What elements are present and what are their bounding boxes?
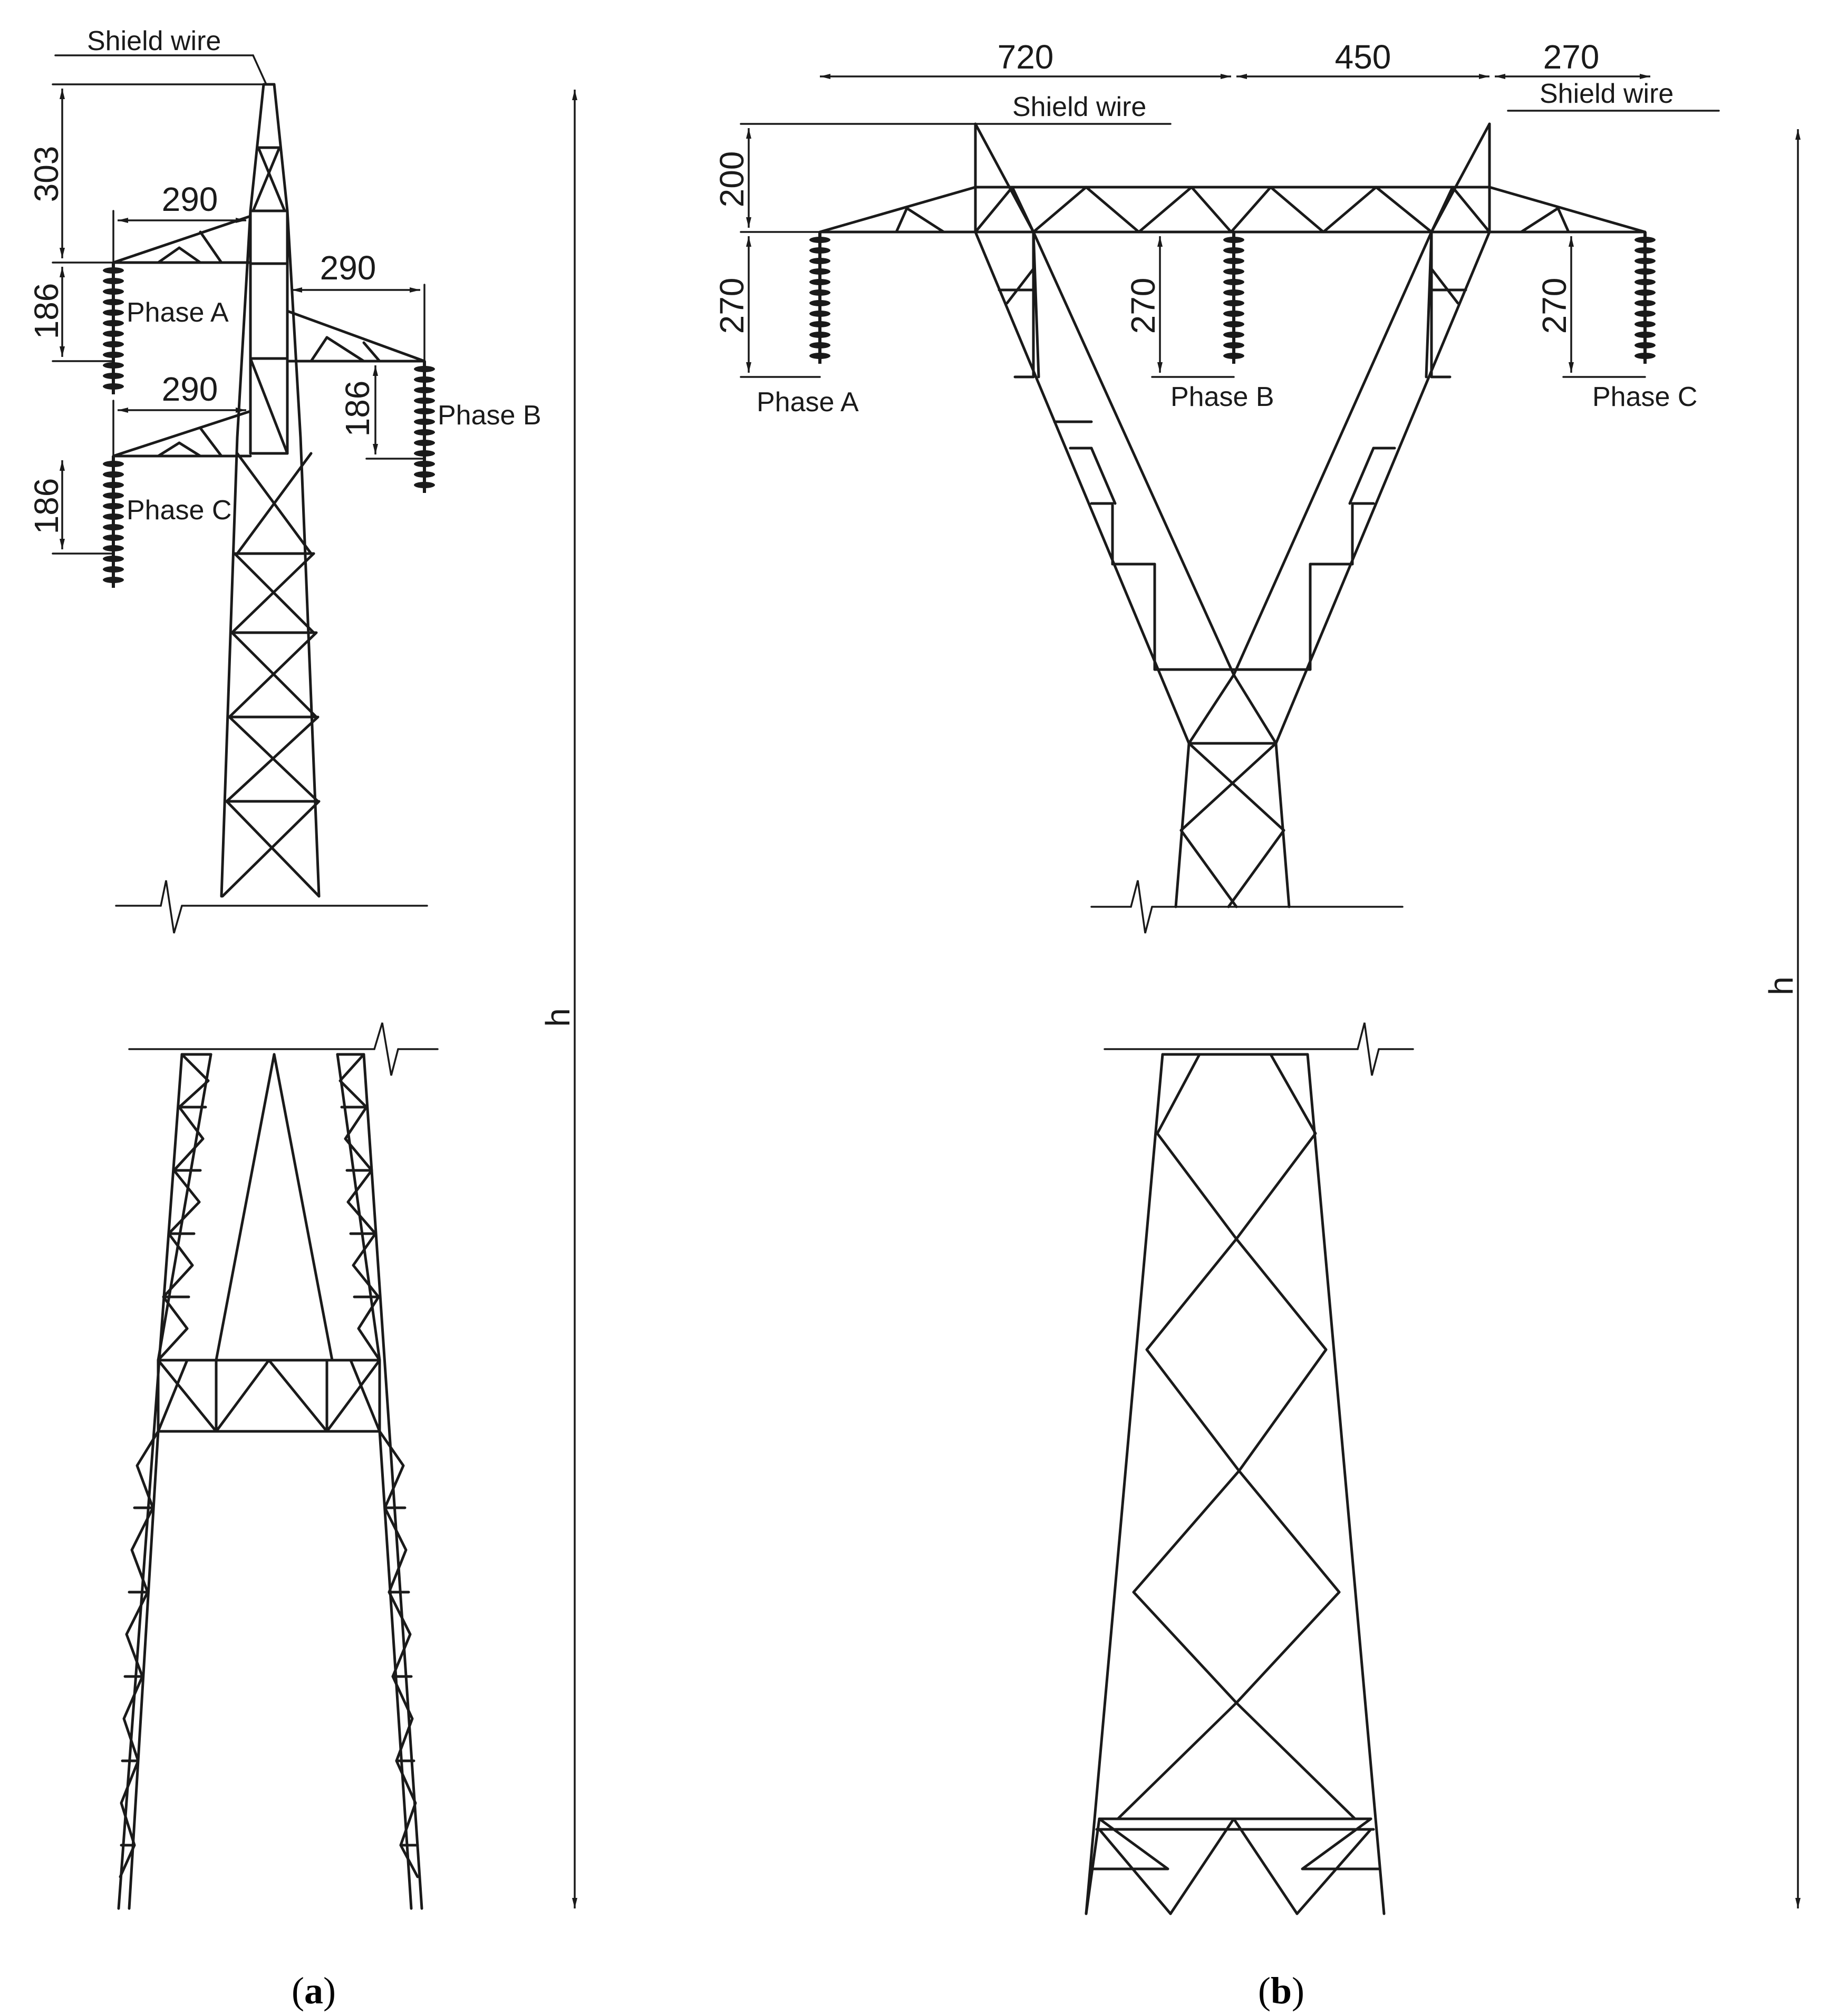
tower-b: 720 450 270 Shield wire Shield wire 200: [713, 38, 1801, 2012]
tower-b-shield-wire-left-callout: Shield wire: [974, 92, 1172, 125]
tower-a-dim-290-top: 290: [112, 180, 251, 264]
tower-a-dim-290-right-text: 290: [320, 249, 376, 287]
tower-a-shield-wire-label: Shield wire: [87, 26, 221, 56]
tower-a-insulator-b: [414, 361, 435, 493]
tower-a-dim-186-a-text: 186: [27, 283, 65, 340]
tower-a-dim-186-b-text: 186: [338, 381, 376, 437]
tower-b-shield-wire-right-label: Shield wire: [1540, 79, 1673, 109]
tower-b-insulator-b: [1223, 232, 1244, 364]
tower-b-insulator-c: [1634, 232, 1656, 364]
tower-a-dim-303: 303: [27, 83, 265, 264]
tower-a-insulator-a: [103, 263, 124, 394]
tower-b-height-dim: h: [1762, 129, 1801, 1908]
tower-a-dim-290-right: 290: [292, 249, 425, 362]
tower-a-dim-290-lower-text: 290: [162, 370, 218, 408]
tower-b-dim-270-c-text: 270: [1535, 278, 1573, 334]
tower-b-dim-270-b-text: 270: [1124, 278, 1162, 334]
tower-a-phase-b-label: Phase B: [438, 400, 541, 431]
tower-b-dim-270-c: 270: [1535, 236, 1646, 378]
tower-a-dim-186-c: 186: [27, 460, 114, 555]
tower-b-dim-270-b: 270: [1124, 236, 1235, 378]
tower-b-dim-720-text: 720: [998, 38, 1054, 76]
tower-b-insulator-a: [809, 232, 830, 364]
tower-a-caption: (a): [292, 1970, 336, 2012]
tower-b-lower-shaft: [1085, 1053, 1386, 1915]
tower-a-insulator-c: [103, 456, 124, 588]
tower-a-dim-290-top-text: 290: [162, 180, 218, 218]
tower-b-shield-wire-left-label: Shield wire: [1012, 92, 1146, 122]
tower-a-crossarm-phase-a: [112, 215, 252, 264]
tower-b-phase-c-label: Phase C: [1592, 382, 1697, 412]
tower-b-phase-a-label: Phase A: [757, 387, 859, 418]
tower-a-break-line-bottom: [128, 1022, 439, 1076]
tower-b-dim-270-a-text: 270: [713, 278, 751, 334]
tower-a-height-dim: h: [539, 90, 577, 1908]
tower-a-dim-290-lower: 290: [112, 370, 246, 457]
tower-a-crossarm-phase-c: [112, 410, 252, 458]
tower-a-break-line-top: [115, 880, 428, 934]
tower-b-dim-720: 720: [820, 38, 1231, 79]
tower-b-v-legs: [974, 230, 1491, 908]
tower-a-phase-a-label: Phase A: [127, 297, 229, 328]
tower-b-height-label: h: [1762, 976, 1800, 995]
tower-a-phase-c-label: Phase C: [127, 495, 231, 526]
tower-b-dim-270-a: 270: [713, 236, 821, 378]
tower-a-dim-186-b: 186: [338, 365, 425, 460]
tower-a-dim-186-a: 186: [27, 267, 114, 362]
tower-b-dim-200: 200: [713, 123, 976, 233]
tower-b-dim-450-text: 450: [1335, 38, 1391, 76]
tower-a-lower-frame: [117, 1053, 423, 1910]
tower-b-dim-270-top: 270: [1495, 38, 1650, 79]
tower-b-crossbeam: [818, 122, 1647, 234]
tower-a-shield-wire-callout: Shield wire: [54, 26, 267, 85]
tower-b-dim-270-top-text: 270: [1543, 38, 1600, 76]
tower-a-height-label: h: [539, 1008, 577, 1027]
tower-a-upper-mast: [220, 83, 321, 898]
tower-b-shield-wire-right-callout: Shield wire: [1507, 79, 1720, 112]
tower-b-caption: (b): [1258, 1970, 1304, 2012]
tower-b-break-line-bottom: [1104, 1022, 1414, 1076]
tower-a-dim-303-text: 303: [27, 146, 65, 202]
tower-b-phase-b-label: Phase B: [1170, 382, 1274, 412]
tower-a: Shield wire 303 290 290 290: [27, 26, 577, 2012]
tower-a-crossarm-phase-b: [286, 309, 426, 363]
tower-b-dim-200-text: 200: [713, 151, 751, 208]
tower-b-break-line-top: [1090, 880, 1404, 934]
tower-b-dim-450: 450: [1236, 38, 1489, 79]
tower-a-dim-186-c-text: 186: [27, 478, 65, 535]
